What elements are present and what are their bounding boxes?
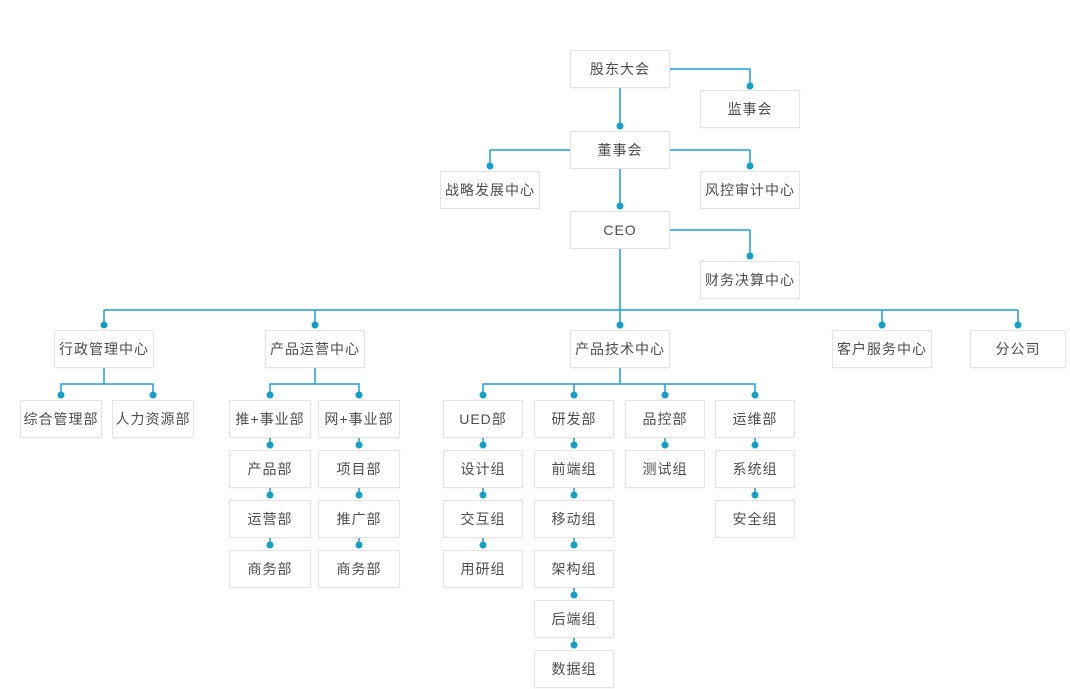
connector-dot bbox=[570, 591, 578, 599]
connector-dot bbox=[479, 441, 487, 449]
org-node-business-dept-1: 商务部 bbox=[229, 550, 311, 588]
org-node-ceo: CEO bbox=[570, 211, 670, 249]
connector-dot bbox=[479, 541, 487, 549]
connector-dot bbox=[616, 321, 624, 329]
org-node-board-of-directors: 董事会 bbox=[570, 131, 670, 169]
connector-dot bbox=[266, 491, 274, 499]
connector-dot bbox=[570, 391, 578, 399]
connector-dot bbox=[355, 491, 363, 499]
org-node-finance-settlement-center: 财务决算中心 bbox=[700, 261, 800, 299]
connector-dot bbox=[486, 162, 494, 170]
connector-dot bbox=[1014, 321, 1022, 329]
org-node-supervisory-board: 监事会 bbox=[700, 90, 800, 128]
org-node-ops-maintenance-dept: 运维部 bbox=[715, 400, 795, 438]
connector-dot bbox=[751, 441, 759, 449]
connector-dot bbox=[570, 641, 578, 649]
org-node-project-dept: 项目部 bbox=[318, 450, 400, 488]
org-node-product-dept: 产品部 bbox=[229, 450, 311, 488]
connector-dot bbox=[751, 491, 759, 499]
connector-dot bbox=[616, 202, 624, 210]
connector-dot bbox=[570, 441, 578, 449]
org-node-hr-dept: 人力资源部 bbox=[112, 400, 194, 438]
connector-dot bbox=[570, 541, 578, 549]
connector-board-to-risk-audit bbox=[670, 149, 751, 166]
connector-dot bbox=[266, 441, 274, 449]
connector-shareholders-to-supervisory bbox=[670, 68, 751, 86]
connector-dot bbox=[149, 391, 157, 399]
connector-dot bbox=[616, 122, 624, 130]
org-node-branch-company: 分公司 bbox=[970, 330, 1066, 368]
org-node-promotion-dept: 推广部 bbox=[318, 500, 400, 538]
connector-product-tech-fork bbox=[482, 383, 756, 395]
org-node-data-group: 数据组 bbox=[534, 650, 614, 688]
org-node-system-group: 系统组 bbox=[715, 450, 795, 488]
org-node-interaction-group: 交互组 bbox=[443, 500, 523, 538]
connector-dot bbox=[311, 321, 319, 329]
org-node-qc-dept: 品控部 bbox=[625, 400, 705, 438]
connector-dot bbox=[355, 391, 363, 399]
connector-dot bbox=[266, 541, 274, 549]
org-node-admin-mgmt-center: 行政管理中心 bbox=[54, 330, 154, 368]
org-node-test-group: 测试组 bbox=[625, 450, 705, 488]
org-node-customer-service-center: 客户服务中心 bbox=[832, 330, 932, 368]
connector-dot bbox=[746, 162, 754, 170]
connector-dot bbox=[661, 441, 669, 449]
org-node-product-ops-center: 产品运营中心 bbox=[265, 330, 365, 368]
connector-dot bbox=[355, 441, 363, 449]
connector-dot bbox=[746, 82, 754, 90]
org-node-security-group: 安全组 bbox=[715, 500, 795, 538]
org-node-shareholders-meeting: 股东大会 bbox=[570, 50, 670, 88]
org-node-rnd-dept: 研发部 bbox=[534, 400, 614, 438]
connector-admin-fork bbox=[60, 383, 154, 395]
connector-dot bbox=[266, 391, 274, 399]
connector-dot bbox=[57, 391, 65, 399]
org-node-design-group: 设计组 bbox=[443, 450, 523, 488]
org-node-general-mgmt-dept: 综合管理部 bbox=[20, 400, 102, 438]
connector-dot bbox=[479, 491, 487, 499]
org-node-product-tech-center: 产品技术中心 bbox=[570, 330, 670, 368]
org-node-backend-group: 后端组 bbox=[534, 600, 614, 638]
connector-dot bbox=[479, 391, 487, 399]
connector-ceo-to-finance bbox=[670, 229, 751, 256]
connector-dot bbox=[751, 391, 759, 399]
connector-dot bbox=[878, 321, 886, 329]
org-node-strategy-dev-center: 战略发展中心 bbox=[440, 171, 540, 209]
org-node-operation-dept: 运营部 bbox=[229, 500, 311, 538]
org-node-tui-business-dept: 推+事业部 bbox=[229, 400, 311, 438]
connector-board-to-strategy bbox=[489, 149, 570, 166]
connector-dot bbox=[100, 321, 108, 329]
connector-dot bbox=[661, 391, 669, 399]
connector-product-ops-fork bbox=[269, 383, 360, 395]
org-node-frontend-group: 前端组 bbox=[534, 450, 614, 488]
connector-dot bbox=[746, 252, 754, 260]
org-node-mobile-group: 移动组 bbox=[534, 500, 614, 538]
org-node-ued-dept: UED部 bbox=[443, 400, 523, 438]
org-node-user-research-group: 用研组 bbox=[443, 550, 523, 588]
org-node-business-dept-2: 商务部 bbox=[318, 550, 400, 588]
org-node-architecture-group: 架构组 bbox=[534, 550, 614, 588]
org-node-wang-business-dept: 网+事业部 bbox=[318, 400, 400, 438]
connector-dot bbox=[570, 491, 578, 499]
org-node-risk-audit-center: 风控审计中心 bbox=[700, 171, 800, 209]
connector-dot bbox=[355, 541, 363, 549]
